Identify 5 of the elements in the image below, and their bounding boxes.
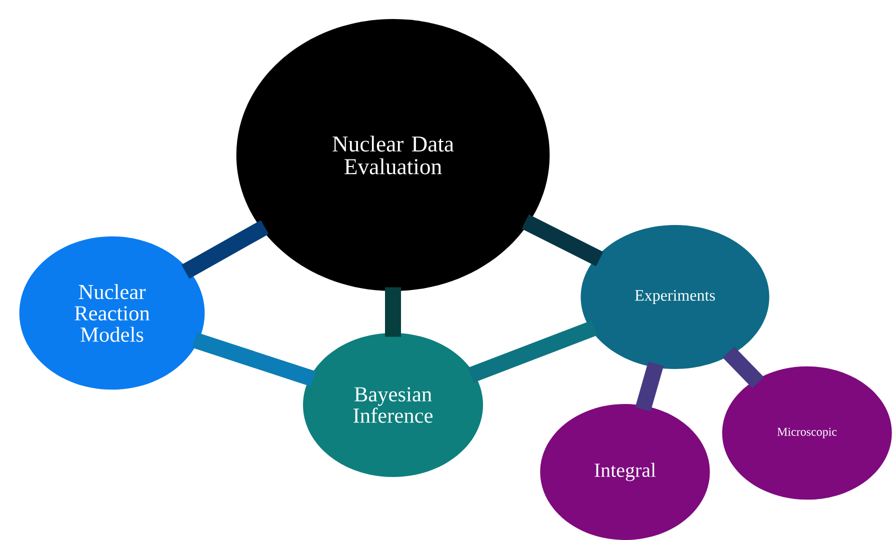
- connector: [522, 214, 604, 266]
- connector: [722, 346, 764, 388]
- connector: [468, 320, 598, 383]
- connector: [181, 220, 269, 279]
- connector: [192, 332, 316, 386]
